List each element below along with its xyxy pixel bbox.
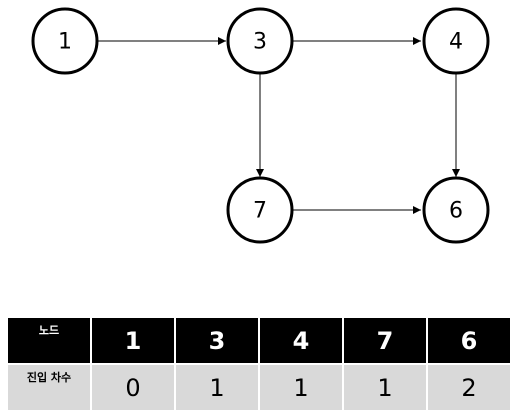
indegree-table: 노드 1 3 4 7 6 진입 차수 0 1 1 1 2 xyxy=(6,316,512,412)
header-node-cell: 6 xyxy=(428,318,510,363)
header-node-cell: 4 xyxy=(260,318,342,363)
header-node-cell: 1 xyxy=(92,318,174,363)
node-label: 7 xyxy=(253,199,267,224)
graph-node: 4 xyxy=(422,7,490,75)
graph-node: 6 xyxy=(422,176,490,244)
header-label-cell: 노드 xyxy=(8,318,90,363)
node-label: 1 xyxy=(58,30,72,55)
indegree-cell: 1 xyxy=(176,365,258,410)
header-node-cell: 7 xyxy=(344,318,426,363)
node-label: 6 xyxy=(449,199,463,224)
indegree-cell: 0 xyxy=(92,365,174,410)
table-row: 진입 차수 0 1 1 1 2 xyxy=(8,365,510,410)
header-node-cell: 3 xyxy=(176,318,258,363)
graph-node: 7 xyxy=(226,176,294,244)
node-label: 3 xyxy=(253,30,267,55)
table-header-row: 노드 1 3 4 7 6 xyxy=(8,318,510,363)
indegree-cell: 2 xyxy=(428,365,510,410)
indegree-cell: 1 xyxy=(260,365,342,410)
node-label: 4 xyxy=(449,30,463,55)
indegree-cell: 1 xyxy=(344,365,426,410)
dependency-graph: 1 3 4 7 6 xyxy=(31,7,490,244)
graph-node: 1 xyxy=(31,7,99,75)
row-label-cell: 진입 차수 xyxy=(8,365,90,410)
graph-node: 3 xyxy=(226,7,294,75)
